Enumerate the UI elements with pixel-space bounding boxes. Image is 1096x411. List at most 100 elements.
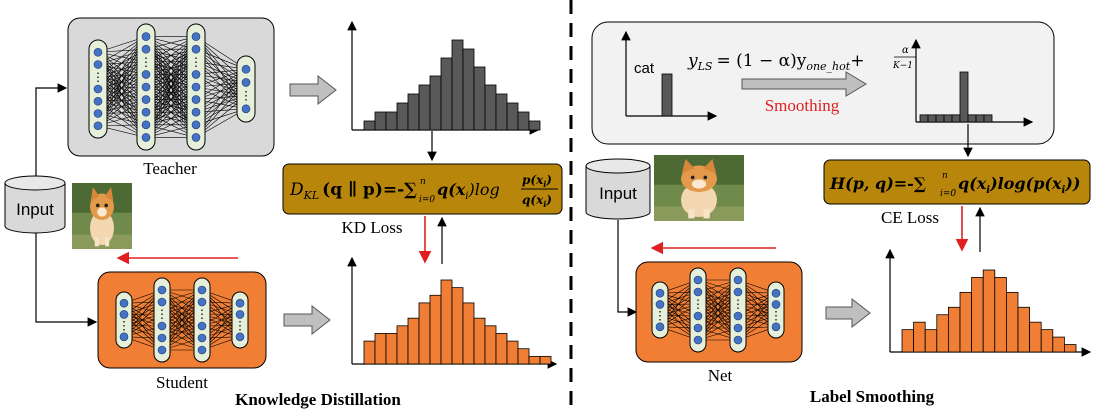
- network-node: [771, 322, 781, 332]
- network-node: [157, 345, 167, 355]
- student-label: Student: [156, 373, 208, 392]
- histogram-bar: [440, 279, 453, 365]
- histogram-bar: [967, 114, 977, 123]
- network-node: [119, 332, 129, 342]
- histogram-bar: [1052, 336, 1065, 353]
- input-label-right: Input: [599, 184, 637, 203]
- network-node: [241, 78, 251, 87]
- histogram-bar: [1006, 291, 1019, 353]
- histogram-bar: [975, 114, 985, 123]
- svg-text:K−1: K−1: [892, 61, 913, 71]
- svg-text:⋮: ⋮: [118, 319, 130, 333]
- teacher-network: ⋮⋮⋮⋮: [88, 23, 256, 151]
- histogram-bar: [396, 325, 409, 365]
- kd-loss-label: KD Loss: [342, 218, 403, 237]
- histogram-bar: [943, 114, 953, 123]
- network-node: [191, 82, 201, 92]
- histogram-bar: [1029, 321, 1042, 353]
- network-node: [191, 95, 201, 104]
- histogram-bar: [948, 306, 961, 353]
- network-node: [733, 335, 743, 345]
- histogram-bar: [528, 355, 541, 365]
- smoothing-arrow: [741, 71, 867, 97]
- network-node: [119, 298, 129, 308]
- input-label: Input: [16, 200, 54, 219]
- histogram-bar: [924, 329, 938, 353]
- svg-text:n: n: [942, 171, 948, 181]
- network-node: [93, 84, 103, 94]
- network-node: [191, 32, 201, 41]
- svg-text:q(xi): q(xi): [522, 193, 552, 209]
- histogram-bar: [936, 314, 949, 353]
- one-hot-histogram: [661, 73, 673, 117]
- histogram-bar: [407, 317, 420, 365]
- histogram-bar: [473, 317, 486, 365]
- svg-text:⋮: ⋮: [234, 319, 246, 333]
- network-node: [241, 64, 251, 74]
- kd-formula: DKL(q ∥ p)=-∑ n i=0 q(xi)log p(xi) q(xi): [289, 173, 558, 209]
- histogram-bar: [385, 333, 398, 365]
- network-layer: [236, 55, 256, 123]
- svg-text:yLS= (1 − α)yone_hot+: yLS= (1 − α)yone_hot+: [687, 51, 864, 73]
- network-layer: [193, 277, 211, 363]
- svg-text:i=0: i=0: [419, 195, 435, 205]
- network-node: [141, 95, 151, 104]
- network-node: [655, 300, 665, 309]
- histogram-bar: [462, 48, 475, 131]
- histogram-bar: [959, 71, 969, 123]
- histogram-bar: [517, 111, 530, 131]
- label-smoothing-title: Label Smoothing: [810, 387, 935, 406]
- histogram-bar: [959, 291, 973, 353]
- network-node: [141, 32, 151, 41]
- student-network: ⋮⋮⋮⋮: [115, 277, 249, 363]
- network-node: [141, 133, 151, 142]
- net-network: ⋮⋮⋮⋮: [651, 267, 785, 353]
- histogram-bar: [506, 340, 519, 365]
- ce-formula-box: [823, 159, 1091, 205]
- network-node: [157, 333, 167, 343]
- network-node: [157, 285, 167, 295]
- net-label: Net: [708, 366, 733, 385]
- teacher-output-arrow: [289, 74, 337, 106]
- input-database-icon-right: [585, 158, 651, 220]
- input-to-student-arrow: [35, 233, 98, 327]
- net-histogram: [901, 269, 1077, 353]
- network-node: [93, 47, 103, 57]
- histogram-bar: [1040, 329, 1054, 353]
- network-node: [119, 310, 129, 319]
- histogram-bar: [440, 57, 453, 131]
- kd-formula-box: [282, 163, 563, 215]
- network-node: [197, 321, 207, 331]
- histogram-bar: [495, 93, 508, 131]
- histogram-bar: [451, 287, 464, 365]
- student-output-arrow: [283, 304, 331, 336]
- network-node: [733, 311, 743, 321]
- svg-text:⋮: ⋮: [732, 297, 744, 311]
- svg-text:⋮: ⋮: [92, 70, 104, 84]
- input-to-teacher-arrow: [35, 83, 68, 176]
- network-layer: [767, 281, 785, 339]
- histogram-bar: [982, 269, 996, 353]
- network-node: [241, 104, 251, 114]
- histogram-bar: [407, 93, 420, 131]
- teacher-label: Teacher: [143, 159, 197, 178]
- histogram-bar: [1017, 306, 1031, 353]
- histogram-bar: [495, 333, 508, 365]
- histogram-bar: [517, 348, 530, 365]
- histogram-bar: [418, 302, 431, 365]
- network-layer: [651, 281, 669, 339]
- histogram-bar: [429, 294, 442, 365]
- histogram-bar: [951, 114, 961, 123]
- network-node: [197, 333, 207, 343]
- network-node: [93, 60, 103, 69]
- network-node: [141, 70, 151, 79]
- network-node: [157, 321, 167, 331]
- histogram-bar: [1064, 344, 1077, 353]
- network-node: [141, 44, 151, 54]
- network-node: [771, 288, 781, 298]
- smoothed-label-histogram: [919, 71, 993, 123]
- histogram-bar: [484, 325, 497, 365]
- svg-text:H(p, q)=-∑: H(p, q)=-∑: [829, 174, 926, 193]
- svg-text:⋮: ⋮: [196, 307, 208, 321]
- svg-text:n: n: [420, 177, 426, 187]
